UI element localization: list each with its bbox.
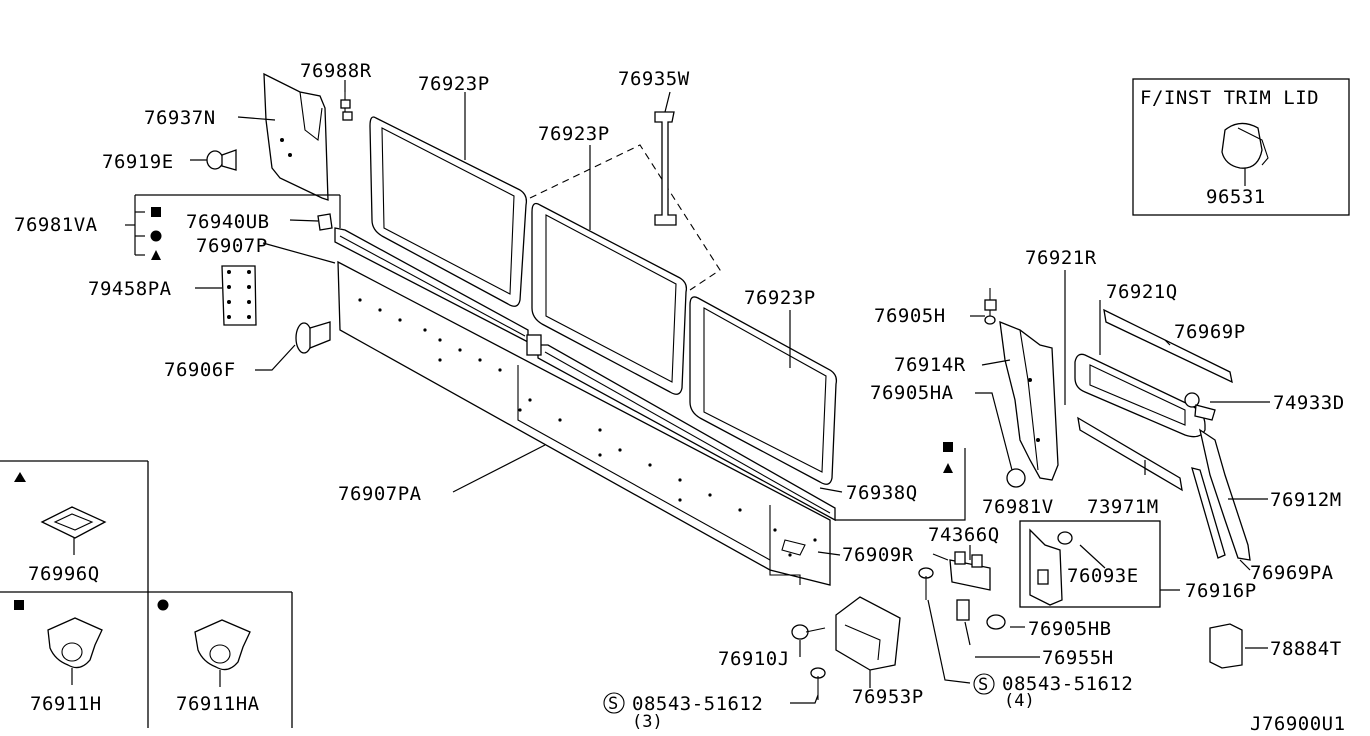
label-96531: 96531	[1206, 186, 1266, 208]
square-symbol	[14, 600, 24, 610]
strip-73971M	[1077, 416, 1183, 492]
label-76923P-a: 76923P	[418, 73, 490, 95]
strip-76935W	[654, 111, 677, 226]
window-76923P-middle	[531, 202, 688, 395]
trim-76937N	[263, 72, 329, 201]
label-76905HA: 76905HA	[870, 382, 954, 404]
label-76996Q: 76996Q	[28, 563, 100, 585]
part-76911HA	[194, 619, 251, 671]
leader-lines	[125, 80, 1270, 704]
label-74933D: 74933D	[1273, 392, 1345, 414]
label-73971M: 73971M	[1087, 496, 1159, 518]
clip-76905HB	[986, 614, 1006, 630]
plate-79458PA	[221, 265, 257, 326]
square-symbol	[151, 207, 161, 217]
legend-symbols-76981V	[943, 442, 953, 473]
screw-symbol-right	[973, 673, 995, 695]
label-74366Q: 74366Q	[928, 524, 1000, 546]
labels: 76988R 76923P 76935W 76937N 76923P 76919…	[14, 60, 1346, 735]
label-76938Q: 76938Q	[846, 482, 918, 504]
label-76937N: 76937N	[144, 107, 216, 129]
label-76907PA: 76907PA	[338, 483, 422, 505]
block-76940UB	[317, 213, 333, 231]
rail-76907P	[334, 227, 836, 522]
label-08543-right-qty: (4)	[1004, 691, 1035, 711]
triangle-symbol	[151, 250, 161, 260]
screw-symbol-left-text: S	[608, 694, 618, 714]
label-76921R: 76921R	[1025, 247, 1097, 269]
triangle-symbol	[14, 472, 26, 482]
bracket-74366Q	[949, 551, 991, 621]
label-76923P-c: 76923P	[744, 287, 816, 309]
label-76909R: 76909R	[842, 544, 914, 566]
bracket-76916P	[1029, 528, 1073, 606]
label-76921Q: 76921Q	[1106, 281, 1178, 303]
part-96531	[1221, 122, 1269, 169]
circle-symbol	[150, 230, 162, 242]
label-76911H: 76911H	[30, 693, 102, 715]
label-76910J: 76910J	[718, 648, 790, 670]
label-76916P: 76916P	[1185, 580, 1257, 602]
label-08543-left-qty: (3)	[632, 712, 663, 732]
label-76906F: 76906F	[164, 359, 236, 381]
window-76921Q	[1074, 353, 1206, 438]
label-76093E: 76093E	[1067, 565, 1139, 587]
label-76911HA: 76911HA	[176, 693, 260, 715]
label-76935W: 76935W	[618, 68, 690, 90]
window-76923P-right	[689, 296, 838, 485]
inset-title: F/INST TRIM LID	[1140, 87, 1319, 109]
clip-76906F	[295, 321, 331, 354]
label-76940UB: 76940UB	[186, 211, 270, 233]
label-76914R: 76914R	[894, 354, 966, 376]
label-76988R: 76988R	[300, 60, 372, 82]
square-symbol	[943, 442, 953, 452]
back-panel-76907PA	[337, 260, 831, 586]
clip-76905HA	[1006, 468, 1026, 488]
label-76905H: 76905H	[874, 305, 946, 327]
label-76981V: 76981V	[982, 496, 1054, 518]
label-76969P: 76969P	[1174, 321, 1246, 343]
trim-76912M	[1199, 428, 1251, 561]
triangle-symbol	[943, 463, 953, 473]
label-76953P: 76953P	[852, 686, 924, 708]
group-box-76916P	[1019, 520, 1161, 608]
screw-symbol-left	[603, 692, 625, 714]
diagram-code: J76900U1	[1250, 713, 1346, 735]
block-78884T	[1209, 623, 1243, 669]
label-78884T: 78884T	[1270, 638, 1342, 660]
screw-symbol-right-text: S	[978, 675, 988, 695]
label-76919E: 76919E	[102, 151, 174, 173]
inset-f-inst-trim-lid: F/INST TRIM LID 96531	[1132, 78, 1350, 216]
part-76911H	[47, 617, 103, 669]
label-76981VA: 76981VA	[14, 214, 98, 236]
label-76905HB: 76905HB	[1028, 618, 1112, 640]
pillar-76914R	[999, 320, 1059, 481]
label-08543-right: 08543-51612	[1002, 673, 1133, 695]
part-76996Q	[40, 506, 107, 539]
label-76969PA: 76969PA	[1250, 562, 1334, 584]
legend-symbols-76981VA	[150, 207, 162, 260]
clip-74933D	[1184, 392, 1216, 421]
screw-08543-right	[918, 567, 934, 600]
label-76912M: 76912M	[1270, 489, 1342, 511]
clip-76905H	[984, 288, 997, 325]
clip-76988R	[340, 92, 353, 121]
window-76923P-left	[369, 116, 528, 307]
label-76955H: 76955H	[1042, 647, 1114, 669]
label-79458PA: 79458PA	[88, 278, 172, 300]
clip-76919E	[206, 149, 237, 171]
legend-insets: 76996Q 76911H 76911HA	[0, 460, 293, 728]
bracket-76953P	[835, 596, 901, 671]
label-08543-left: 08543-51612	[632, 693, 763, 715]
label-76923P-b: 76923P	[538, 123, 610, 145]
circle-symbol	[157, 599, 169, 611]
strip-76969P	[1103, 308, 1233, 384]
label-76907P: 76907P	[196, 235, 268, 257]
trim-76969PA	[1191, 467, 1226, 559]
screw-76910J	[791, 624, 826, 640]
